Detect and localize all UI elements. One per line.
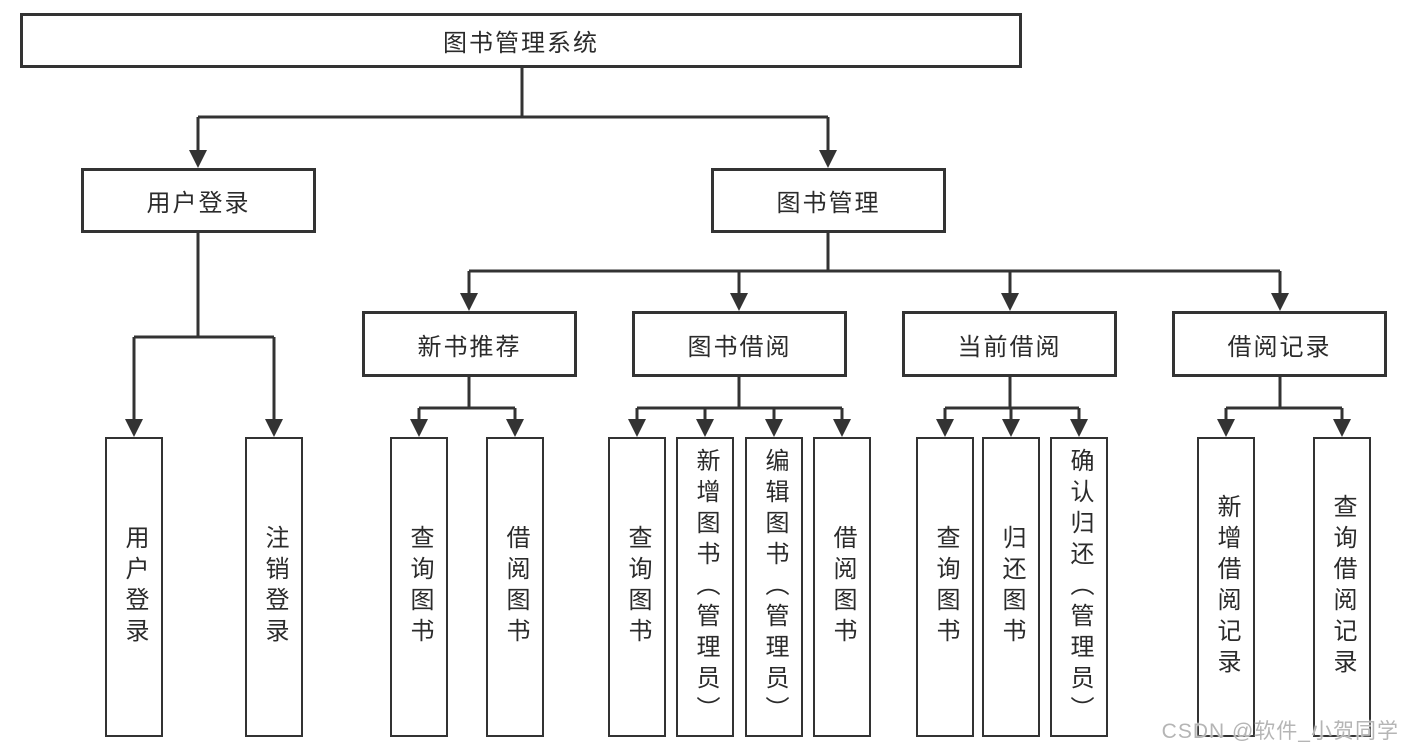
node-book-borrowing: 图书借阅 bbox=[632, 311, 847, 377]
leaf-add-borrow-record: 新增借阅记录 bbox=[1197, 437, 1255, 737]
csdn-watermark: CSDN @软件_小贺同学 bbox=[1161, 720, 1399, 743]
leaf-logout: 注销登录 bbox=[245, 437, 303, 737]
leaf-query-borrow-record: 查询借阅记录 bbox=[1313, 437, 1371, 737]
leaf-query-books-recommend: 查询图书 bbox=[390, 437, 448, 737]
node-new-book-recommend: 新书推荐 bbox=[362, 311, 577, 377]
leaf-return-books: 归还图书 bbox=[982, 437, 1040, 737]
node-user-login: 用户登录 bbox=[81, 168, 316, 233]
leaf-edit-books-admin: 编辑图书（管理员） bbox=[745, 437, 803, 737]
node-book-management: 图书管理 bbox=[711, 168, 946, 233]
leaf-confirm-return-admin: 确认归还（管理员） bbox=[1050, 437, 1108, 737]
leaf-borrow-books: 借阅图书 bbox=[813, 437, 871, 737]
leaf-borrow-books-recommend: 借阅图书 bbox=[486, 437, 544, 737]
leaf-query-books-current: 查询图书 bbox=[916, 437, 974, 737]
node-current-borrowing: 当前借阅 bbox=[902, 311, 1117, 377]
node-library-system: 图书管理系统 bbox=[20, 13, 1022, 68]
leaf-add-books-admin: 新增图书（管理员） bbox=[676, 437, 734, 737]
leaf-query-books-borrowing: 查询图书 bbox=[608, 437, 666, 737]
node-borrowing-records: 借阅记录 bbox=[1172, 311, 1387, 377]
leaf-user-login: 用户登录 bbox=[105, 437, 163, 737]
